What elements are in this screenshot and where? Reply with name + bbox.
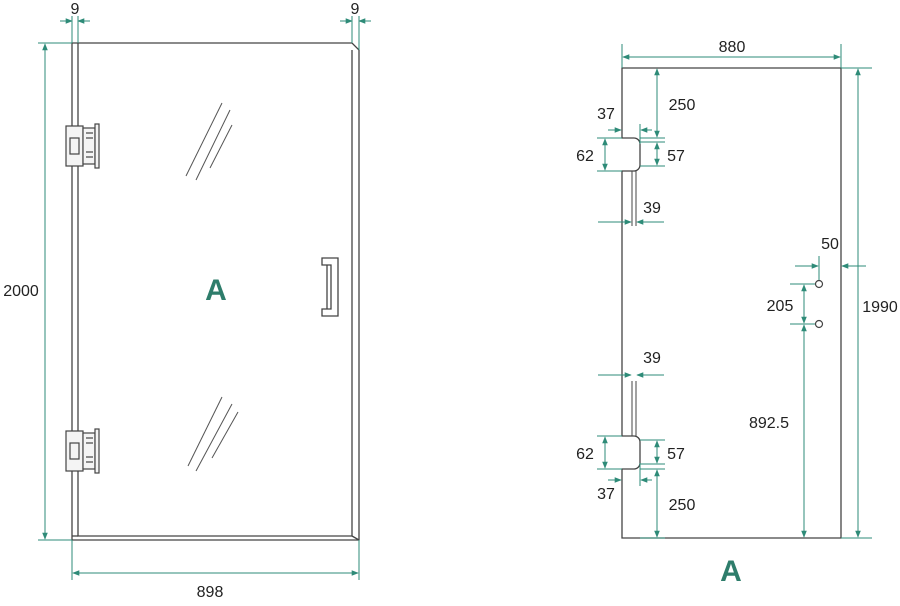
glass-panel-outline bbox=[621, 67, 842, 539]
hinge-slots bbox=[631, 171, 637, 436]
dim-bottom-hinge-outer: 62 bbox=[576, 446, 594, 463]
dim-top-hinge-inner: 57 bbox=[667, 148, 685, 165]
right-dimensions bbox=[597, 44, 872, 539]
dim-handle-edge-offset: 50 bbox=[821, 236, 839, 253]
glass-reflection-marks bbox=[185, 102, 239, 472]
top-hinge bbox=[65, 123, 100, 169]
dim-left-gap: 9 bbox=[71, 1, 80, 18]
handle-hole-bottom bbox=[814, 319, 824, 329]
dim-top-hinge-depth: 37 bbox=[597, 106, 615, 123]
dim-bottom-slot-width: 39 bbox=[643, 350, 661, 367]
dim-bottom-hinge-offset: 250 bbox=[669, 497, 696, 514]
left-view: 9 9 2000 898 A bbox=[3, 1, 371, 601]
dim-top-hinge-outer: 62 bbox=[576, 148, 594, 165]
dim-handle-spacing: 205 bbox=[767, 298, 794, 315]
door-handle bbox=[321, 257, 339, 317]
handle-hole-top bbox=[814, 279, 824, 289]
dim-door-width: 898 bbox=[197, 584, 224, 601]
panel-label-left: A bbox=[205, 274, 227, 307]
dim-top-hinge-offset: 250 bbox=[669, 97, 696, 114]
panel-label-right: A bbox=[720, 555, 742, 588]
right-view: 880 1990 250 37 62 57 39 50 205 892.5 39… bbox=[576, 39, 898, 588]
dim-top-slot-width: 39 bbox=[643, 200, 661, 217]
dim-bottom-hinge-depth: 37 bbox=[597, 486, 615, 503]
dim-panel-height: 1990 bbox=[862, 299, 898, 316]
bottom-hinge bbox=[65, 428, 100, 474]
dim-right-gap: 9 bbox=[351, 1, 360, 18]
dim-handle-height: 892.5 bbox=[749, 415, 789, 432]
left-dimensions bbox=[38, 16, 371, 580]
dim-bottom-hinge-inner: 57 bbox=[667, 446, 685, 463]
dim-panel-width: 880 bbox=[719, 39, 746, 56]
dim-door-height: 2000 bbox=[3, 283, 39, 300]
